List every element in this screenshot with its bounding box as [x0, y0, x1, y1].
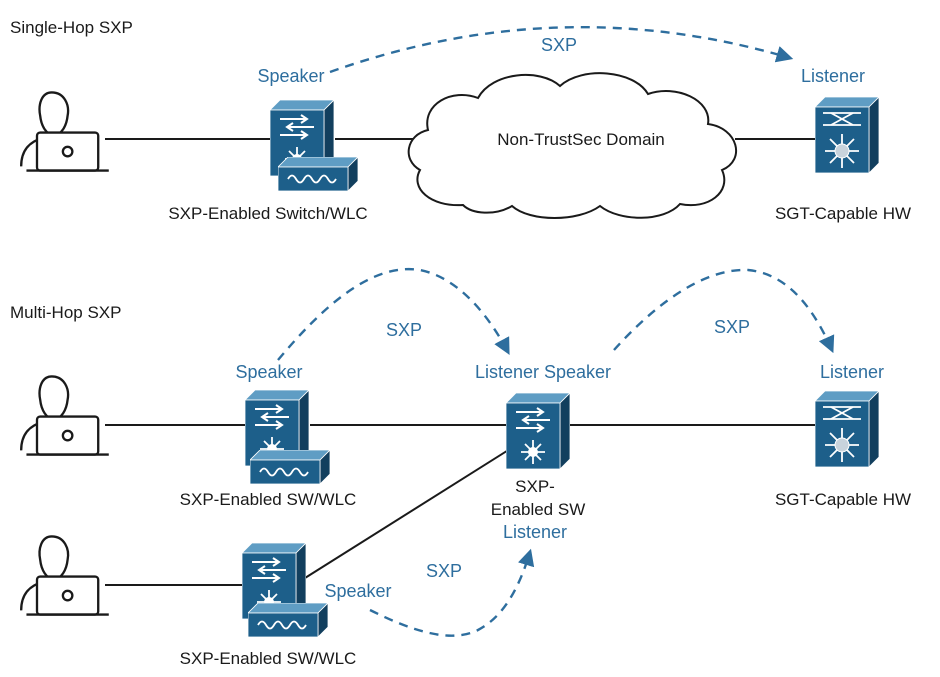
multi-switch2-caption: SXP-Enabled SW/WLC — [180, 649, 357, 668]
sgt-capable-switch-icon — [815, 97, 879, 173]
multi-sxp-arrow-3 — [369, 548, 535, 637]
single-hw-caption: SGT-Capable HW — [775, 204, 911, 223]
multi-switch1-caption: SXP-Enabled SW/WLC — [180, 490, 357, 509]
non-trustsec-cloud: Non-TrustSec Domain — [407, 72, 738, 219]
multi-hop-title: Multi-Hop SXP — [10, 303, 121, 322]
multi-sxp-arrow-1 — [277, 267, 510, 361]
mid-switch-caption-line1: SXP- — [515, 477, 555, 496]
switch2-mid-link — [304, 448, 511, 579]
sxp-label-1: SXP — [386, 320, 422, 340]
user-laptop-icon — [20, 91, 110, 172]
single-sxp-arrow — [329, 25, 794, 74]
single-listener-label: Listener — [801, 66, 865, 86]
sxp-label-3: SXP — [426, 561, 462, 581]
single-hop-title: Single-Hop SXP — [10, 18, 133, 37]
wireless-lan-controller-icon — [250, 450, 330, 484]
multi-speaker-label: Speaker — [235, 362, 302, 382]
single-speaker-label: Speaker — [257, 66, 324, 86]
multi-listener-label: Listener — [820, 362, 884, 382]
single-sxp-label: SXP — [541, 35, 577, 55]
wireless-lan-controller-icon — [278, 157, 358, 191]
multi-hw-caption: SGT-Capable HW — [775, 490, 911, 509]
single-switch-caption: SXP-Enabled Switch/WLC — [168, 204, 367, 223]
user-laptop-icon — [20, 375, 110, 456]
listener-speaker-label: Listener Speaker — [475, 362, 611, 382]
mid-switch-caption-line2: Enabled SW — [491, 500, 586, 519]
cloud-label: Non-TrustSec Domain — [497, 130, 665, 149]
multi-sxp-arrow-2 — [613, 268, 835, 354]
user-laptop-icon — [20, 535, 110, 616]
sxp-label-2: SXP — [714, 317, 750, 337]
lower-speaker-label: Speaker — [324, 581, 391, 601]
mid-listener-label: Listener — [503, 522, 567, 542]
cloud-icon — [407, 72, 738, 219]
layer3-switch-icon — [506, 393, 570, 469]
sgt-capable-switch-icon — [815, 391, 879, 467]
wireless-lan-controller-icon — [248, 603, 328, 637]
